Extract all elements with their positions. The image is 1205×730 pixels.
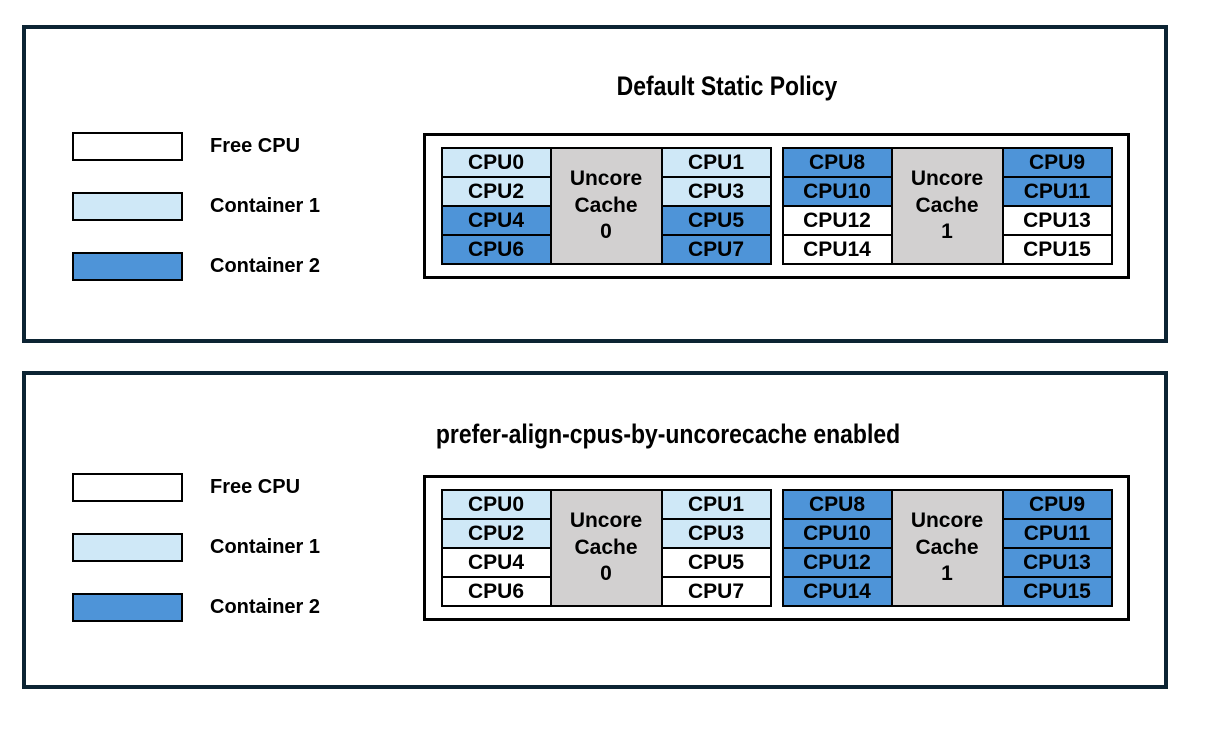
uncore-cache-group-0: CPU0 CPU2 CPU4 CPU6 Uncore Cache 0 CPU1 …	[440, 147, 772, 265]
uncore-cache-label-line: Uncore	[910, 508, 984, 532]
legend-label: Free CPU	[210, 476, 301, 498]
cpu-cell: CPU15	[1003, 236, 1111, 263]
legend-item-container-2: Container 2	[72, 593, 320, 622]
legend-swatch-container-2	[72, 252, 183, 281]
cpu-cell: CPU5	[662, 549, 770, 576]
legend-swatch-free-cpu	[72, 473, 183, 502]
uncore-cache-group-1: CPU8 CPU10 CPU12 CPU14 Uncore Cache 1 CP…	[781, 489, 1113, 607]
uncore-cache-block-1: Uncore Cache 1	[892, 491, 1002, 605]
cpu-cell: CPU14	[783, 236, 891, 263]
cpu-cell: CPU1	[662, 491, 770, 518]
cpu-cell: CPU1	[662, 149, 770, 176]
panel-title: Default Static Policy	[616, 71, 838, 101]
cpu-cell: CPU11	[1003, 520, 1111, 547]
legend-swatch-container-1	[72, 533, 183, 562]
cpu-cell: CPU12	[783, 207, 891, 234]
cpu-cell: CPU13	[1003, 207, 1111, 234]
uncore-cache-label-line: Uncore	[569, 508, 643, 532]
uncore-cache-label-line: 0	[600, 562, 612, 586]
cpu-cell: CPU6	[442, 578, 550, 605]
cpu-cell: CPU9	[1003, 149, 1111, 176]
legend-item-container-1: Container 1	[72, 192, 320, 221]
cpu-cell: CPU4	[442, 207, 550, 234]
legend-item-container-1: Container 1	[72, 533, 320, 562]
uncore-cache-label-line: Cache	[574, 535, 638, 559]
cpu-cell: CPU7	[662, 578, 770, 605]
cpu-cell: CPU15	[1003, 578, 1111, 605]
cpu-cell: CPU2	[442, 178, 550, 205]
cpu-cell: CPU12	[783, 549, 891, 576]
cpu-cell: CPU8	[783, 149, 891, 176]
uncore-cache-label-line: Uncore	[569, 166, 643, 190]
legend-item-free-cpu: Free CPU	[72, 132, 320, 161]
cpu-cell: CPU3	[662, 520, 770, 547]
cpu-cell: CPU7	[662, 236, 770, 263]
uncore-cache-label-line: Cache	[574, 193, 638, 217]
cpu-cell: CPU11	[1003, 178, 1111, 205]
cpu-cell: CPU8	[783, 491, 891, 518]
cpu-cell: CPU6	[442, 236, 550, 263]
uncore-cache-label-line: 1	[941, 220, 953, 244]
legend-swatch-container-1	[72, 192, 183, 221]
legend-label: Container 1	[210, 536, 321, 558]
legend-label: Container 2	[210, 255, 321, 277]
legend-item-container-2: Container 2	[72, 252, 320, 281]
uncore-cache-label-line: Cache	[915, 193, 979, 217]
legend: Free CPU Container 1 Container 2	[72, 132, 320, 312]
cpu-cell: CPU13	[1003, 549, 1111, 576]
uncore-cache-block-0: Uncore Cache 0	[551, 149, 661, 263]
cpu-cell: CPU10	[783, 520, 891, 547]
uncore-cache-label-line: Cache	[915, 535, 979, 559]
cpu-cell: CPU9	[1003, 491, 1111, 518]
uncore-cache-group-1: CPU8 CPU10 CPU12 CPU14 Uncore Cache 1 CP…	[781, 147, 1113, 265]
uncore-cache-block-0: Uncore Cache 0	[551, 491, 661, 605]
panel-default-static-policy: Default Static Policy Free CPU Container…	[22, 25, 1168, 343]
cpu-cell: CPU0	[442, 491, 550, 518]
uncore-cache-group-0: CPU0 CPU2 CPU4 CPU6 Uncore Cache 0 CPU1 …	[440, 489, 772, 607]
cpu-cell: CPU4	[442, 549, 550, 576]
cpu-cell: CPU10	[783, 178, 891, 205]
legend-label: Free CPU	[210, 135, 301, 157]
cpu-cell: CPU2	[442, 520, 550, 547]
cpu-cell: CPU5	[662, 207, 770, 234]
legend-item-free-cpu: Free CPU	[72, 473, 320, 502]
uncore-cache-label-line: Uncore	[910, 166, 984, 190]
uncore-cache-label-line: 0	[600, 220, 612, 244]
cpu-topology-diagram: CPU0 CPU2 CPU4 CPU6 Uncore Cache 0 CPU1 …	[423, 475, 1130, 621]
cpu-cell: CPU3	[662, 178, 770, 205]
panel-prefer-align-cpus-by-uncorecache: prefer-align-cpus-by-uncorecache enabled…	[22, 371, 1168, 689]
panel-title: prefer-align-cpus-by-uncorecache enabled	[435, 419, 901, 449]
legend-label: Container 1	[210, 195, 321, 217]
cpu-cell: CPU0	[442, 149, 550, 176]
uncore-cache-block-1: Uncore Cache 1	[892, 149, 1002, 263]
legend-label: Container 2	[210, 596, 321, 618]
legend-swatch-free-cpu	[72, 132, 183, 161]
uncore-cache-label-line: 1	[941, 562, 953, 586]
cpu-cell: CPU14	[783, 578, 891, 605]
legend-swatch-container-2	[72, 593, 183, 622]
cpu-topology-diagram: CPU0 CPU2 CPU4 CPU6 Uncore Cache 0 CPU1 …	[423, 133, 1130, 279]
legend: Free CPU Container 1 Container 2	[72, 473, 320, 653]
